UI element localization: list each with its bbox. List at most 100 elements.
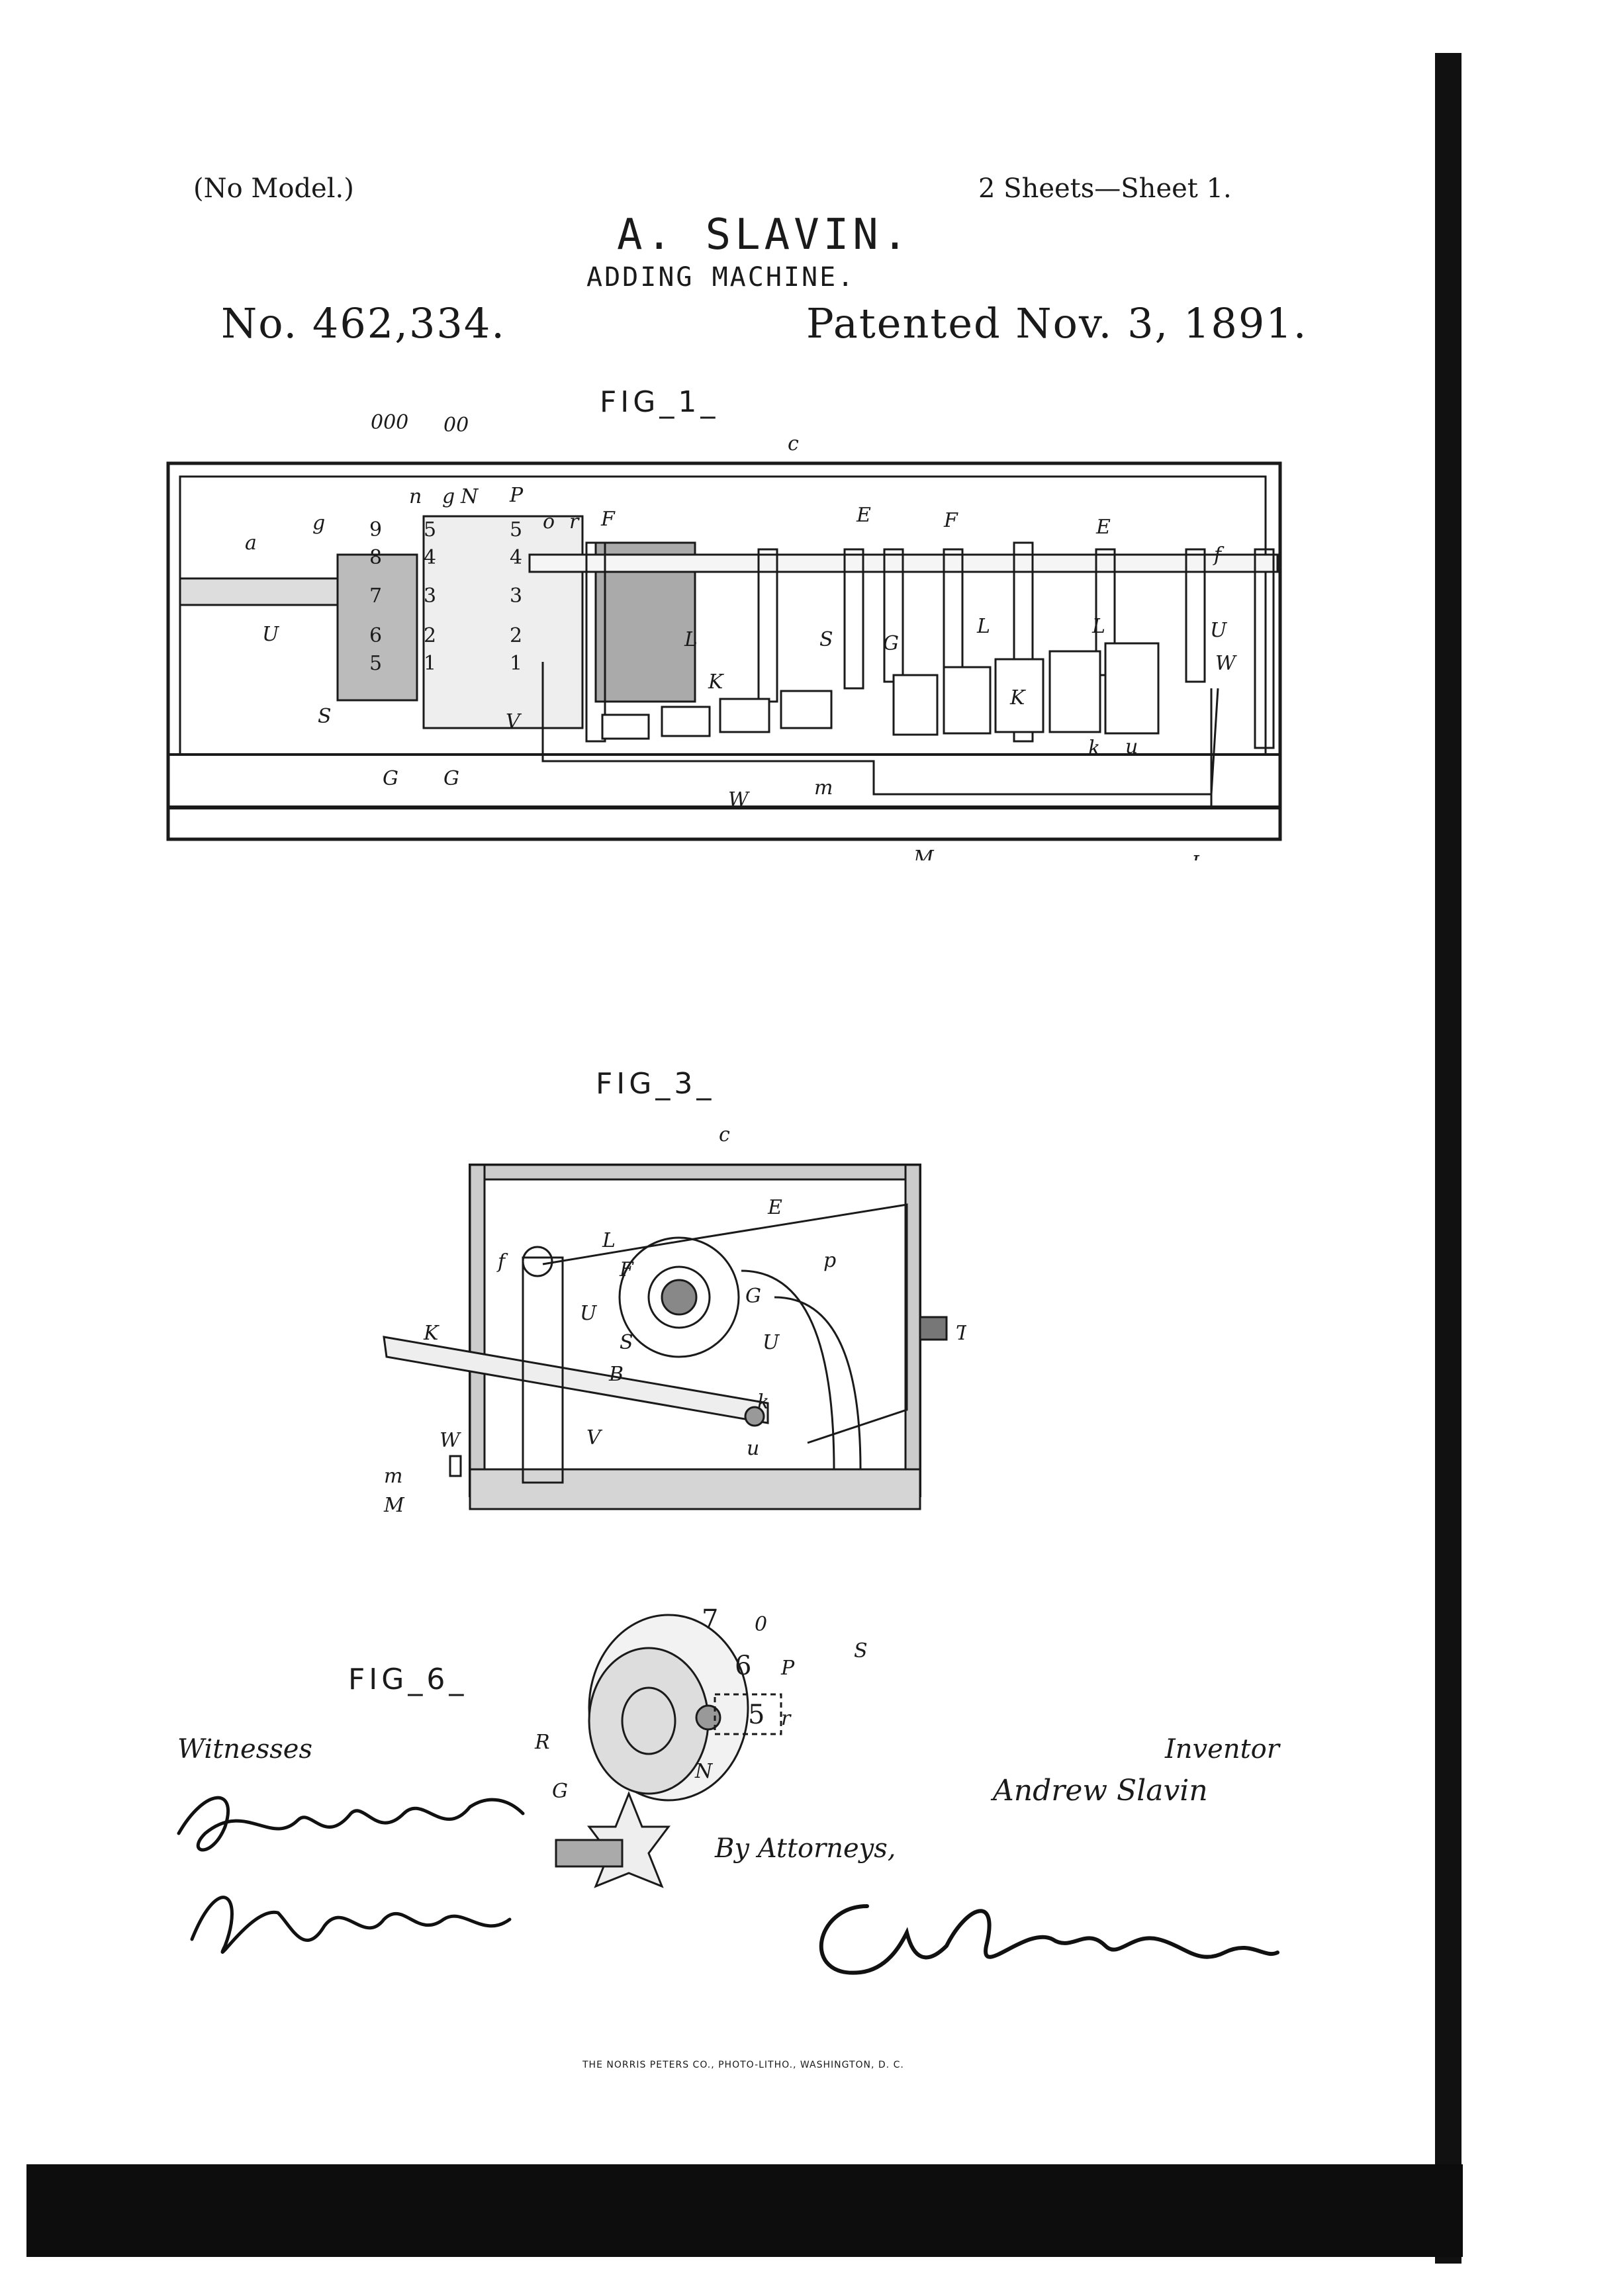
fig3-label: u: [747, 1437, 759, 1460]
fig3-label: V: [586, 1426, 603, 1449]
fig1-label: K: [708, 670, 724, 694]
fig6-label: r: [781, 1707, 792, 1730]
patent-date: Patented Nov. 3, 1891.: [806, 299, 1308, 347]
witnesses-label: Witnesses: [177, 1734, 312, 1765]
wheel-b-digit-3: 2: [424, 624, 436, 647]
witness-signatures: [177, 1796, 525, 1954]
wheel-a-digit-2: 7: [369, 584, 382, 608]
fig3-label: G: [745, 1285, 761, 1308]
inventor-signature: Andrew Slavin: [993, 1774, 1208, 1808]
fig1-label: G: [443, 767, 459, 790]
fig1-label: L: [1091, 615, 1105, 638]
fig6-label: N: [694, 1760, 714, 1783]
fig3-label: K: [423, 1322, 440, 1345]
fig1-label: K: [1009, 686, 1026, 710]
printer-credit: THE NORRIS PETERS CO., PHOTO-LITHO., WAS…: [582, 2060, 904, 2070]
fig3-label: U: [763, 1331, 780, 1354]
fig1-label: W: [728, 788, 750, 811]
fig1-label: u: [1125, 735, 1138, 758]
invention-title: ADDING MACHINE.: [586, 262, 856, 293]
fig3-label: m: [384, 1465, 402, 1488]
inventor-name: A. SLAVIN.: [617, 210, 912, 259]
fig1-label: W: [1215, 652, 1237, 675]
inventor-label: Inventor: [1165, 1734, 1279, 1765]
fig1-label: V: [506, 710, 522, 733]
fig3-label: T: [956, 1322, 966, 1345]
wheel-c-digit-0: 5: [510, 518, 522, 541]
fig1-label: N: [460, 485, 479, 508]
wheel-a-digit-3: 6: [369, 624, 382, 647]
fig1-label: U: [262, 623, 280, 646]
wheel-c-digit-3: 2: [510, 624, 522, 647]
fig1-label: S: [318, 705, 332, 728]
fig6-digit: 7: [702, 1604, 718, 1635]
patent-number: No. 462,334.: [221, 299, 506, 347]
fig1-label: 000: [371, 411, 408, 434]
fig6-drawing: 7 6 5 0 P S R N r G: [534, 1604, 868, 1888]
scan-edge-bottom: [26, 2164, 1463, 2257]
fig1-caption: FIG_1_: [600, 385, 719, 419]
fig1-label: E: [856, 504, 871, 527]
fig3-drawing: c E L f F G p U S T K B U k V W u m M: [383, 1125, 966, 1517]
fig1-label: F: [600, 508, 616, 531]
fig1-label: I: [1191, 852, 1200, 860]
fig3-label: M: [383, 1494, 405, 1517]
wheel-b-digit-0: 5: [424, 518, 436, 541]
wheel-b-digit-4: 1: [424, 652, 436, 675]
fig3-label: W: [440, 1429, 461, 1452]
fig1-label: G: [883, 632, 899, 655]
fig6-caption: FIG_6_: [348, 1663, 468, 1696]
fig1-label: U: [1210, 619, 1228, 642]
fig3-label: L: [602, 1229, 616, 1252]
scan-edge-right: [1435, 53, 1461, 2264]
fig3-caption: FIG_3_: [596, 1067, 716, 1101]
sheet-count: 2 Sheets—Sheet 1.: [978, 173, 1232, 204]
fig3-label: c: [719, 1125, 730, 1146]
attorney-signature: [819, 1904, 1279, 1975]
fig1-label: L: [976, 615, 990, 638]
fig1-label: S: [819, 628, 833, 651]
fig1-drawing: 9 8 7 6 5 5 4 3 2 1 5 4 3 2 1 000 00 c a…: [166, 411, 1282, 860]
fig6-label: G: [552, 1780, 568, 1803]
fig6-label: S: [854, 1639, 868, 1663]
wheel-b-digit-1: 4: [424, 546, 436, 569]
fig6-digit: 5: [748, 1700, 765, 1730]
fig1-label: g: [442, 485, 455, 508]
fig1-label: o: [543, 510, 555, 533]
wheel-c-digit-4: 1: [510, 652, 522, 675]
wheel-c-digit-2: 3: [510, 584, 522, 608]
fig3-label: B: [608, 1363, 624, 1386]
wheel-b-digit-2: 3: [424, 584, 436, 608]
fig1-label: m: [814, 776, 833, 800]
fig6-digit: 6: [735, 1651, 751, 1681]
fig3-label: E: [767, 1196, 782, 1219]
fig1-label: g: [312, 512, 325, 535]
fig1-label: c: [788, 432, 799, 455]
wheel-a-digit-4: 5: [369, 652, 382, 675]
fig6-label: 0: [755, 1613, 767, 1636]
fig1-label: E: [1095, 516, 1111, 539]
wheel-c-digit-1: 4: [510, 546, 522, 569]
fig3-label: F: [619, 1258, 634, 1281]
fig1-label: r: [569, 510, 580, 533]
wheel-a-digit-0: 9: [369, 518, 382, 541]
fig1-label: G: [383, 767, 398, 790]
fig3-label: p: [823, 1249, 836, 1272]
fig1-label: F: [943, 509, 958, 532]
fig1-label: L: [684, 628, 698, 651]
fig1-label: M: [913, 847, 935, 860]
fig1-label: a: [245, 531, 257, 555]
fig1-label: k: [1088, 737, 1100, 760]
fig1-label: n: [409, 485, 422, 508]
attorneys-label: By Attorneys,: [715, 1833, 896, 1864]
fig6-label: R: [534, 1731, 550, 1754]
fig1-label: P: [509, 484, 524, 507]
fig3-label: U: [580, 1302, 598, 1325]
fig3-label: k: [757, 1391, 769, 1414]
model-note: (No Model.): [193, 173, 354, 204]
fig3-label: S: [620, 1331, 633, 1354]
fig6-label: P: [780, 1657, 795, 1680]
fig3-label: f: [496, 1250, 508, 1273]
fig1-label: 00: [443, 414, 469, 437]
wheel-a-digit-1: 8: [369, 546, 382, 569]
